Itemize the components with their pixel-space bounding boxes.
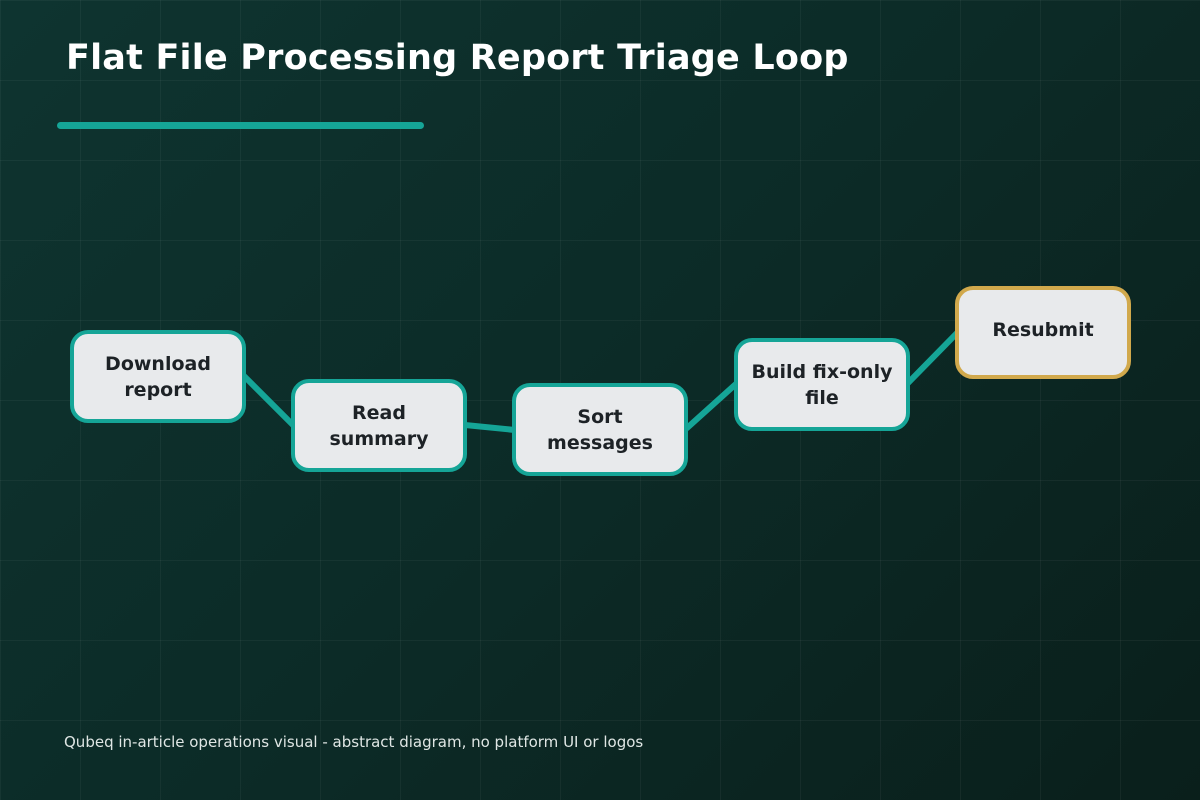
page-title: Flat File Processing Report Triage Loop (66, 38, 849, 78)
step-node-sort-messages: Sort messages (512, 383, 688, 476)
step-node-download-report: Download report (70, 330, 246, 423)
step-label: Sort messages (547, 405, 653, 454)
step-node-read-summary: Read summary (291, 379, 467, 472)
footer-caption: Qubeq in-article operations visual - abs… (64, 733, 644, 751)
step-node-resubmit: Resubmit (955, 286, 1131, 379)
step-node-build-fix-only-file: Build fix-only file (734, 338, 910, 431)
title-underline (57, 122, 424, 129)
connector-3-4 (684, 380, 740, 431)
connector-4-5 (905, 329, 961, 386)
step-label: Read summary (329, 401, 429, 450)
connector-2-3 (462, 422, 518, 433)
connector-1-2 (240, 372, 296, 428)
step-label: Download report (105, 352, 211, 401)
step-label: Build fix-only file (751, 360, 893, 409)
step-label: Resubmit (992, 318, 1094, 341)
